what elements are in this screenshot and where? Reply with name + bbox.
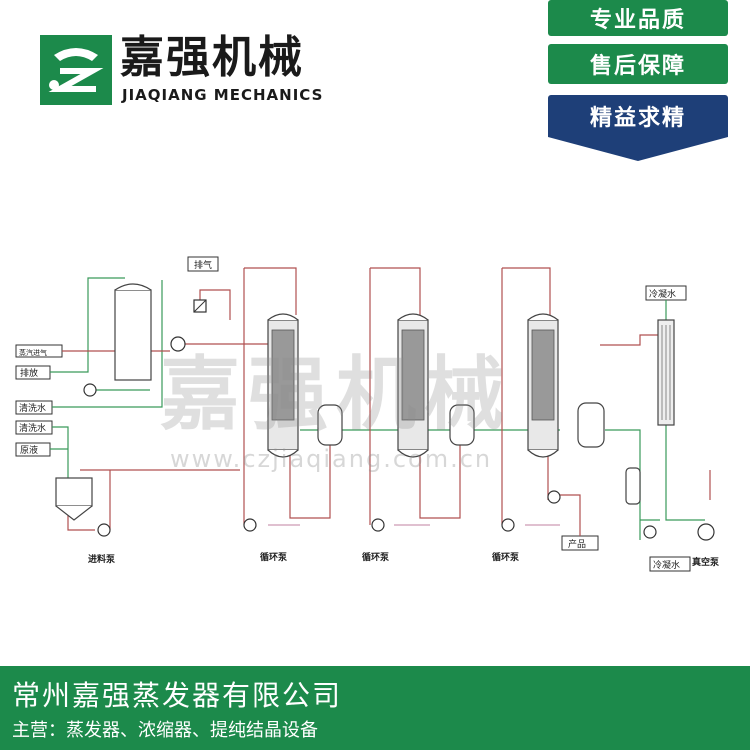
separator-3 xyxy=(577,402,605,448)
label-vent-text: 排气 xyxy=(194,259,212,271)
separator-1 xyxy=(317,404,343,446)
label-product-text: 产品 xyxy=(568,538,586,550)
label-wash-2: 清洗水 xyxy=(15,420,53,435)
label-circ-pump-3: 循环泵 xyxy=(492,551,520,563)
label-product: 产品 xyxy=(561,535,599,551)
label-feed-pump: 进料泵 xyxy=(88,553,116,565)
header: 嘉强机械 JIAQIANG MECHANICS 专业品质 售后保障 精益求精 xyxy=(0,0,750,170)
logo-icon xyxy=(40,35,112,105)
evaporator-2 xyxy=(397,313,429,458)
label-steam: 蒸汽进气 xyxy=(15,344,63,358)
label-discharge-text: 排放 xyxy=(20,367,38,379)
process-flow-diagram: 排气 蒸汽进气 排放 清洗水 清洗水 原液 冷凝水 冷凝水 产品 进料泵 循环泵… xyxy=(15,256,720,572)
label-raw-text: 原液 xyxy=(20,444,38,456)
label-cooling-out-text: 冷凝水 xyxy=(653,559,680,571)
preheater-pump-icon xyxy=(83,383,97,397)
label-wash-1: 清洗水 xyxy=(15,400,53,415)
badge-quality: 专业品质 xyxy=(548,0,728,36)
circ-pump-2-icon xyxy=(371,518,385,532)
badge-excellence: 精益求精 xyxy=(548,95,728,137)
vent-valve-icon xyxy=(193,299,207,313)
thermo-compressor-icon xyxy=(170,336,186,352)
badge-service: 售后保障 xyxy=(548,44,728,84)
label-circ-pump-1: 循环泵 xyxy=(260,551,288,563)
receiver-tank xyxy=(625,467,641,505)
vacuum-pump-icon xyxy=(697,523,715,541)
company-name: 常州嘉强蒸发器有限公司 xyxy=(12,679,343,712)
separator-2 xyxy=(449,404,475,446)
evaporator-1 xyxy=(267,313,299,458)
label-wash-2-text: 清洗水 xyxy=(19,422,46,434)
label-cooling-in-text: 冷凝水 xyxy=(649,288,676,300)
circ-pump-3-icon xyxy=(501,518,515,532)
label-discharge: 排放 xyxy=(15,365,51,380)
feed-pump-icon xyxy=(97,523,111,537)
circ-pump-1-icon xyxy=(243,518,257,532)
label-steam-text: 蒸汽进气 xyxy=(19,348,47,357)
label-circ-pump-2: 循环泵 xyxy=(362,551,390,563)
label-vacuum-pump: 真空泵 xyxy=(692,556,720,568)
business-scope: 主营：蒸发器、浓缩器、提纯结晶设备 xyxy=(12,720,318,741)
brand-name-en: JIAQIANG MECHANICS xyxy=(122,86,324,104)
footer-banner: 常州嘉强蒸发器有限公司 主营：蒸发器、浓缩器、提纯结晶设备 xyxy=(0,666,750,750)
badge-arrow xyxy=(548,137,728,161)
label-wash-1-text: 清洗水 xyxy=(19,402,46,414)
label-cooling-out: 冷凝水 xyxy=(649,556,691,572)
red-pipes xyxy=(62,267,711,536)
label-raw: 原液 xyxy=(15,442,51,457)
brand-name: 嘉强机械 xyxy=(120,32,304,83)
preheater-tank xyxy=(114,283,152,381)
green-pipes xyxy=(50,277,705,540)
feed-tank xyxy=(55,477,93,521)
product-pump-icon xyxy=(547,490,561,504)
condenser xyxy=(657,319,675,426)
evaporator-3 xyxy=(527,313,559,458)
label-vent: 排气 xyxy=(187,256,219,272)
condensate-pump-icon xyxy=(643,525,657,539)
label-cooling-in: 冷凝水 xyxy=(645,285,687,301)
